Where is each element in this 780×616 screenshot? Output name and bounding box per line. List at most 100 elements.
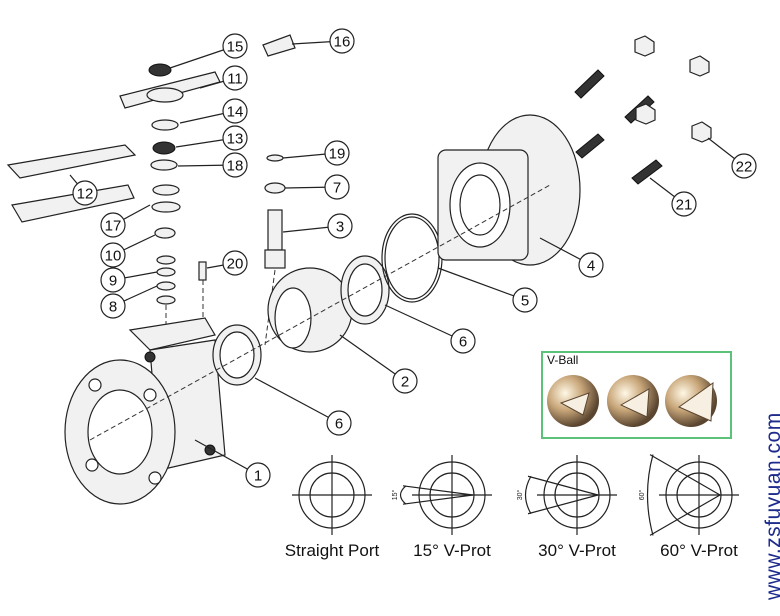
callout-number: 11: [227, 71, 243, 88]
callout-circle: [327, 213, 353, 239]
callout-number: 14: [227, 104, 244, 121]
port-diagram-30: 30°: [516, 455, 617, 535]
angle-dimension: 15°: [391, 490, 399, 501]
port-label-30: 30° V-Prot: [538, 541, 616, 560]
port-diagram-15: 15°: [391, 455, 492, 535]
callout-circle: [222, 250, 248, 276]
callout-circle: [578, 252, 604, 278]
callout-circle: [100, 242, 126, 268]
callout-circle: [731, 153, 757, 179]
port-diagram-60: 60°: [638, 454, 739, 536]
callout-number: 16: [334, 34, 351, 51]
callout-circle: [324, 140, 350, 166]
callout-circle: [100, 267, 126, 293]
callout-number: 5: [521, 293, 529, 310]
callout-9: 9: [100, 267, 158, 293]
port-label-60: 60° V-Prot: [660, 541, 738, 560]
callout-6: 6: [254, 377, 352, 436]
callout-number: 1: [254, 468, 262, 485]
callout-7: 7: [284, 174, 350, 200]
callout-1: 1: [194, 439, 271, 488]
v-edge: [402, 485, 474, 496]
v-edge: [649, 454, 721, 496]
handle-lever: [6, 71, 221, 223]
callout-number: 2: [401, 374, 409, 391]
callout-4: 4: [539, 237, 604, 278]
port-label-straight: Straight Port: [284, 541, 380, 560]
callout-number: 9: [109, 273, 117, 290]
callout-6: 6: [384, 304, 476, 354]
callout-circle: [329, 28, 355, 54]
callout-21: 21: [649, 177, 697, 217]
callout-circle: [222, 152, 248, 178]
v-edge: [527, 475, 599, 496]
v-ball-photos: [547, 375, 717, 427]
valve-body: [64, 317, 226, 505]
leader-line: [437, 267, 526, 301]
callout-15: 15: [169, 33, 248, 69]
angle-arc: [399, 485, 407, 505]
callout-14: 14: [179, 98, 248, 124]
angle-dimension: 30°: [516, 490, 524, 501]
v-edge: [649, 494, 721, 536]
callout-circle: [100, 293, 126, 319]
ball: [267, 267, 353, 353]
v-edge: [527, 494, 599, 515]
callout-number: 4: [587, 258, 595, 275]
angle-arc: [524, 475, 532, 515]
callout-2: 2: [339, 334, 418, 394]
callout-group: 15 16 11 14 13 18 19 7 12 17 3 10 20 9 8 4 5 6 2 6 1 21 22: [69, 28, 757, 488]
callout-number: 10: [105, 248, 122, 265]
callout-19: 19: [282, 140, 350, 166]
callout-18: 18: [177, 152, 248, 178]
callout-number: 17: [105, 218, 122, 235]
callout-number: 22: [736, 159, 753, 176]
callout-circle: [245, 462, 271, 488]
callout-circle: [222, 125, 248, 151]
callout-10: 10: [100, 234, 156, 268]
callout-circle: [392, 368, 418, 394]
callout-17: 17: [100, 204, 151, 238]
callout-11: 11: [199, 65, 248, 91]
callout-number: 12: [77, 186, 94, 203]
callout-number: 18: [227, 158, 244, 175]
callout-12: 12: [69, 174, 98, 206]
callout-circle: [222, 65, 248, 91]
website-watermark: www.zsfuyuan.com: [762, 412, 780, 600]
end-cap: [437, 114, 581, 266]
callout-number: 20: [227, 256, 244, 273]
callout-number: 13: [227, 131, 244, 148]
leader-line: [384, 304, 464, 342]
callout-number: 8: [109, 299, 117, 316]
angle-dimension: 60°: [638, 490, 646, 501]
callout-3: 3: [282, 213, 353, 239]
stem-washer-stack: [146, 63, 184, 325]
port-label-15: 15° V-Prot: [413, 541, 491, 560]
port-diagram-straight: [292, 455, 372, 535]
v-edge: [402, 494, 474, 505]
callout-circle: [512, 287, 538, 313]
v-ball-label: V-Ball: [547, 353, 579, 367]
callout-number: 21: [676, 197, 693, 214]
callout-number: 7: [333, 180, 341, 197]
callout-circle: [100, 212, 126, 238]
callout-number: 19: [329, 146, 346, 163]
callout-circle: [72, 180, 98, 206]
v-ball-inset: V-Ball: [541, 351, 732, 439]
callout-number: 15: [227, 39, 244, 56]
callout-circle: [222, 33, 248, 59]
callout-number: 6: [335, 416, 343, 433]
callout-number: 6: [459, 334, 467, 351]
callout-8: 8: [100, 285, 158, 319]
port-diagrams: 15° 30° 60°: [292, 454, 739, 536]
callout-16: 16: [291, 28, 355, 54]
callout-circle: [324, 174, 350, 200]
callout-circle: [671, 191, 697, 217]
callout-circle: [326, 410, 352, 436]
body-gasket: [381, 213, 443, 303]
callout-circle: [450, 328, 476, 354]
callout-5: 5: [437, 267, 538, 313]
callout-number: 3: [336, 219, 344, 236]
